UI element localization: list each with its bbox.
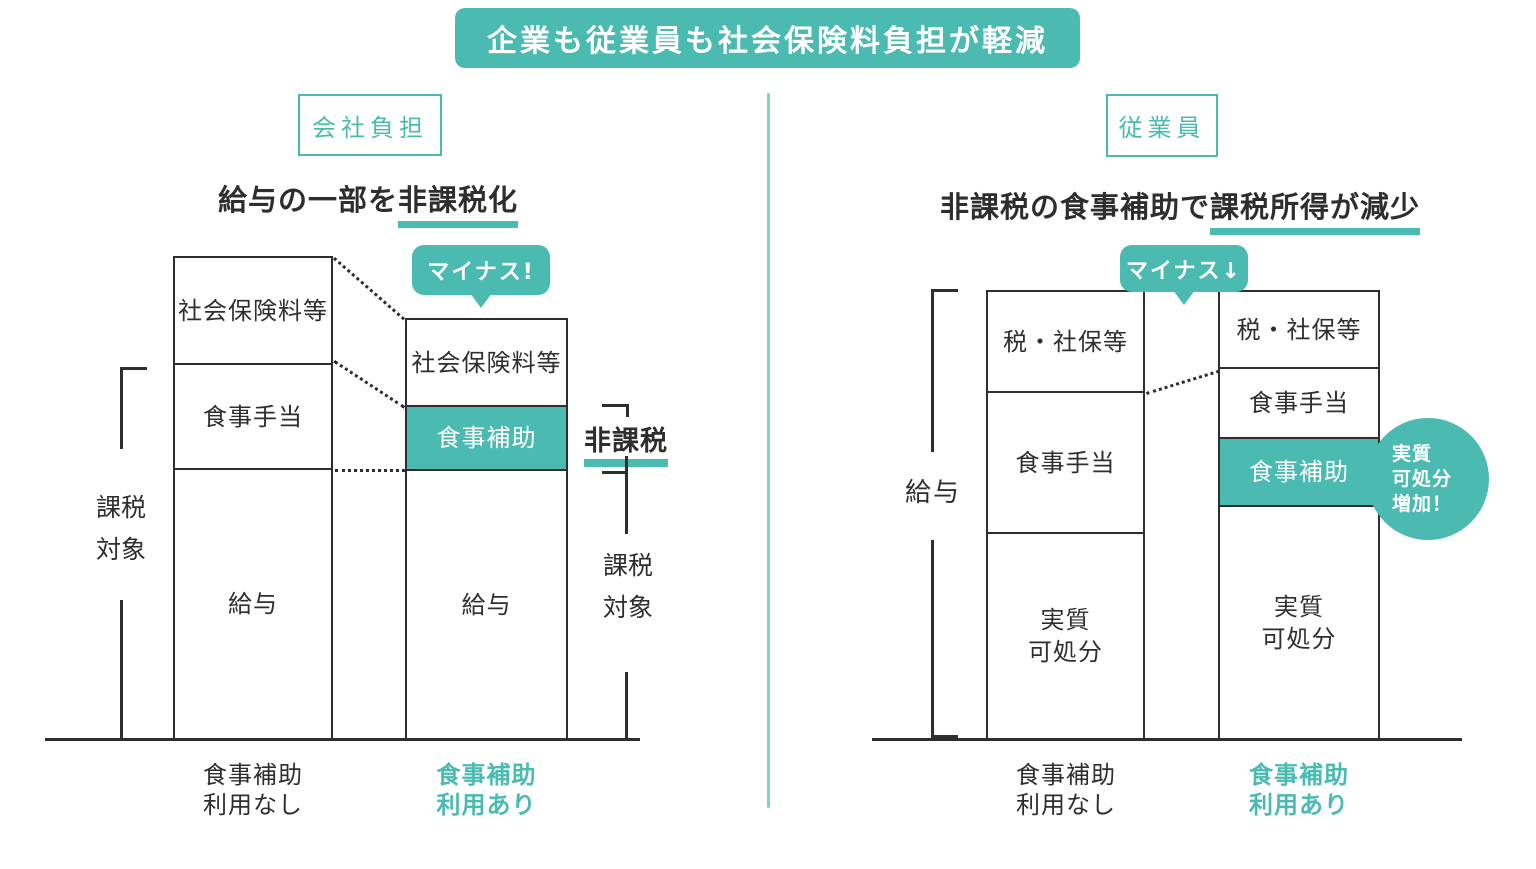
taxable-label-left: 課税 対象 [95,493,146,564]
minus-bubble: マイナス↓ [1120,245,1248,292]
banner-title: 企業も従業員も社会保険料負担が軽減 [455,8,1080,68]
caption-no-subsidy: 食事補助 利用なし [203,761,303,819]
segment-disposable: 実質 可処分 [1028,606,1103,666]
employee-title: 非課税の食事補助で課税所得が減少 [880,184,1480,235]
bubble-tail-icon [1173,290,1195,305]
dotted-connector [333,360,406,409]
minus-bubble: マイナス! [412,245,550,295]
taxable-bracket-right [602,471,628,534]
employee-tag-box: 従業員 [1106,94,1218,157]
tax-exempt-bracket [625,456,628,471]
segment-meal-allowance: 食事手当 [1220,369,1378,439]
taxable-bracket-left [120,367,147,449]
section-divider [767,93,770,808]
segment-social-insurance: 社会保険料等 [407,320,566,407]
dotted-connector [1146,369,1220,395]
employee-title-plain: 非課税の食事補助で [939,190,1210,224]
caption-no-subsidy: 食事補助 利用なし [1016,761,1116,819]
bubble-tail-icon [470,293,492,308]
caption-with-subsidy: 食事補助 利用あり [436,761,537,819]
employee-bar-with-subsidy: 税・社保等 食事手当 食事補助 実質 可処分 [1218,290,1380,740]
company-bar-no-subsidy: 社会保険料等 食事手当 給与 [173,256,333,740]
employee-title-underlined: 課税所得が減少 [1210,184,1421,235]
salary-bracket [931,540,958,738]
dotted-connector [335,469,405,472]
tax-exempt-bracket [602,404,629,417]
company-tag-box: 会社負担 [298,94,442,156]
segment-meal-allowance: 食事手当 [175,365,331,470]
segment-tax-social: 税・社保等 [1220,292,1378,369]
employee-bar-no-subsidy: 税・社保等 食事手当 実質 可処分 [986,290,1145,740]
taxable-label-right: 課税 対象 [602,551,653,622]
company-title-underlined: 非課税化 [398,177,519,228]
segment-disposable: 実質 可処分 [1261,592,1337,653]
taxable-bracket-left [120,600,123,740]
segment-salary: 給与 [461,590,512,619]
caption-with-subsidy: 食事補助 利用あり [1249,761,1349,819]
segment-meal-subsidy: 食事補助 [1220,439,1378,507]
company-title: 給与の一部を非課税化 [148,177,588,228]
segment-salary: 給与 [228,590,278,618]
dotted-connector [333,257,406,321]
salary-bracket [931,289,958,452]
axis-baseline [45,738,640,741]
segment-meal-subsidy: 食事補助 [407,407,566,471]
disposable-increase-badge: 実質 可処分 増加！ [1367,418,1489,540]
salary-label: 給与 [904,478,961,508]
segment-social-insurance: 社会保険料等 [175,258,331,365]
company-bar-with-subsidy: 社会保険料等 食事補助 給与 [405,318,568,740]
segment-meal-allowance: 食事手当 [988,393,1143,534]
segment-tax-social: 税・社保等 [988,292,1143,393]
company-title-plain: 給与の一部を [217,183,398,217]
axis-baseline [872,738,1462,741]
taxable-bracket-right [625,672,628,740]
